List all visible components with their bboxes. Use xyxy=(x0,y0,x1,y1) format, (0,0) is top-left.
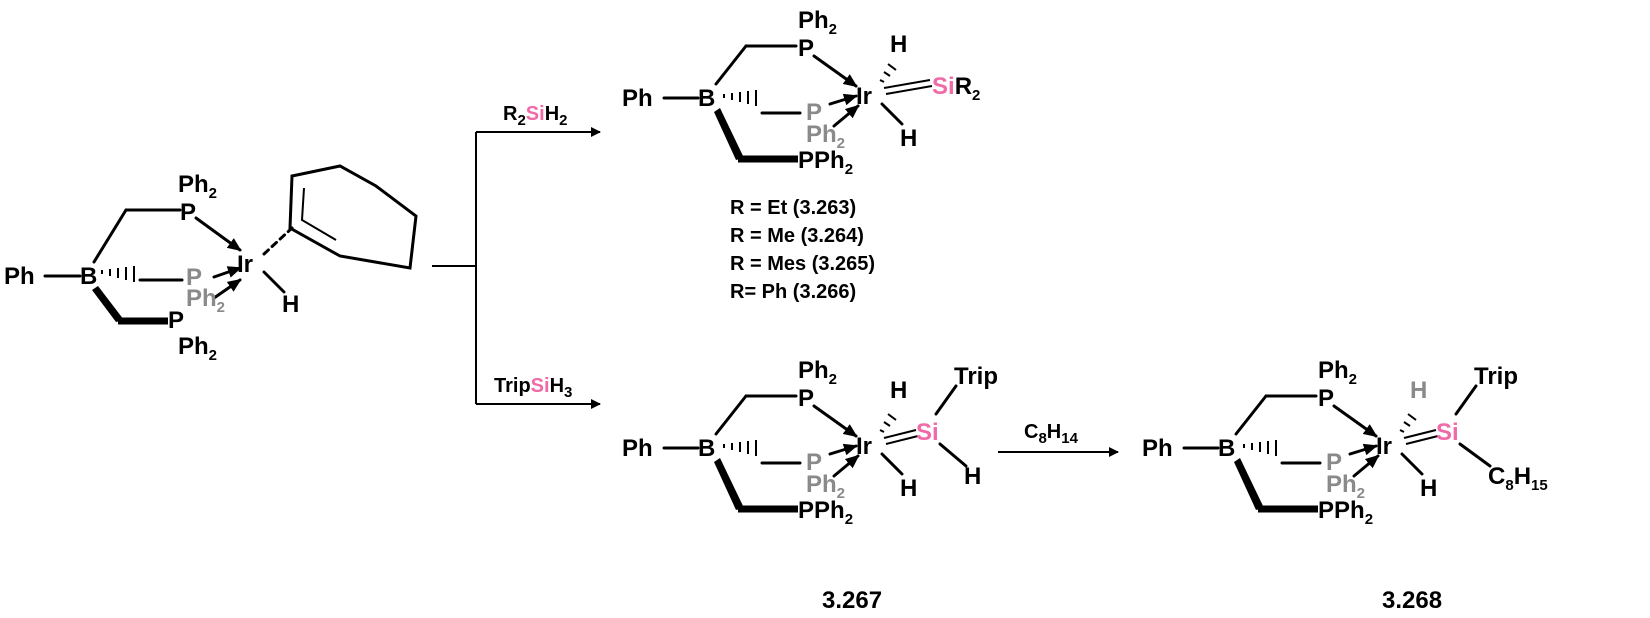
ph2-label-rear: Ph2 xyxy=(806,471,845,502)
boron-label: B xyxy=(698,435,715,462)
variant-mes: R = Mes (3.265) xyxy=(730,253,875,275)
ph2-label-rear: Ph2 xyxy=(806,121,845,152)
iridium-label: Ir xyxy=(856,433,872,460)
reagent-bottom-label: TripSiH3 xyxy=(494,375,572,401)
ph2-label-top: Ph2 xyxy=(798,7,837,38)
compound-label-3267: 3.267 xyxy=(822,587,882,614)
pph2-label-bottom: PPh2 xyxy=(1318,497,1373,528)
silylene-label: SiR2 xyxy=(932,73,980,104)
phenyl-label: Ph xyxy=(4,263,35,290)
ph2-label-rear: Ph2 xyxy=(186,285,225,316)
phosphorus-label-rear: P xyxy=(1326,449,1342,476)
wedge-bond xyxy=(92,286,124,322)
hydride-label-bottom: H xyxy=(900,125,917,152)
phosphorus-label-top: P xyxy=(798,35,814,62)
hydride-label-top: H xyxy=(1410,377,1427,404)
hashed-wedge-bond xyxy=(101,266,135,282)
boron-label: B xyxy=(1218,435,1235,462)
ir-h-bond xyxy=(262,270,286,294)
boron-label: B xyxy=(698,85,715,112)
phosphorus-label-bottom: P xyxy=(168,307,184,334)
hydride-label-bottom: H xyxy=(1420,475,1437,502)
phenyl-label: Ph xyxy=(1142,435,1173,462)
phenyl-label: Ph xyxy=(622,435,653,462)
ph2-label-top: Ph2 xyxy=(1318,357,1357,388)
hydride-label-top: H xyxy=(890,31,907,58)
iridium-label: Ir xyxy=(237,251,253,278)
pph2-label-bottom: PPh2 xyxy=(798,147,853,178)
ir-alkene-dashed-bond xyxy=(262,226,294,256)
allyl-inner-bond xyxy=(300,187,337,241)
phenyl-label: Ph xyxy=(622,85,653,112)
iridium-label: Ir xyxy=(1376,433,1392,460)
pph2-label-bottom: PPh2 xyxy=(798,497,853,528)
phosphorus-label-rear: P xyxy=(186,264,202,291)
octenyl-label: C8H15 xyxy=(1488,463,1548,494)
compound-label-3268: 3.268 xyxy=(1382,587,1442,614)
phosphorus-label-top: P xyxy=(798,385,814,412)
silyl-hydride-label: H xyxy=(964,463,981,490)
hydride-label-bottom: H xyxy=(900,475,917,502)
branch-arrows xyxy=(432,127,1119,457)
trip-label: Trip xyxy=(954,363,998,390)
variant-et: R = Et (3.263) xyxy=(730,197,856,219)
iridium-label: Ir xyxy=(856,83,872,110)
starting-complex: Ph B Ph2 P Ir P Ph2 P Ph2 H xyxy=(4,164,418,364)
product-top: Ph B Ph2 P Ir P Ph2 PPh2 H H SiR2 R = Et… xyxy=(622,7,980,303)
b-ch2-upper-bond xyxy=(92,208,128,264)
reagent-right-label: C8H14 xyxy=(1024,421,1079,447)
hydride-label-top: H xyxy=(890,377,907,404)
ph2-label-bottom: Ph2 xyxy=(178,333,217,364)
ph2-label-rear: Ph2 xyxy=(1326,471,1365,502)
phosphorus-label-top: P xyxy=(180,199,196,226)
p-ir-rear-dative-bond xyxy=(212,266,242,279)
phosphorus-label-rear: P xyxy=(806,99,822,126)
silicon-label: Si xyxy=(916,419,939,446)
product-right: Ph B Ph2 P Ir P Ph2 PPh2 H H Si Trip C8H… xyxy=(1142,357,1548,614)
cyclooctene-ring xyxy=(288,164,418,270)
trip-label: Trip xyxy=(1474,363,1518,390)
phosphorus-label-rear: P xyxy=(806,449,822,476)
product-mid: Ph B Ph2 P Ir P Ph2 PPh2 H H Si Trip H 3… xyxy=(622,357,998,614)
ph2-label-top: Ph2 xyxy=(178,171,217,202)
ph2-label-top: Ph2 xyxy=(798,357,837,388)
boron-label: B xyxy=(80,263,97,290)
hydride-label: H xyxy=(282,291,299,318)
phosphorus-label-top: P xyxy=(1318,385,1334,412)
ph2-ir-dative-bond xyxy=(212,278,242,300)
reagent-top-label: R2SiH2 xyxy=(503,103,568,129)
p-ir-dative-bond xyxy=(194,216,242,252)
variant-me: R = Me (3.264) xyxy=(730,225,864,247)
variant-ph: R= Ph (3.266) xyxy=(730,281,856,303)
silicon-label: Si xyxy=(1436,419,1459,446)
